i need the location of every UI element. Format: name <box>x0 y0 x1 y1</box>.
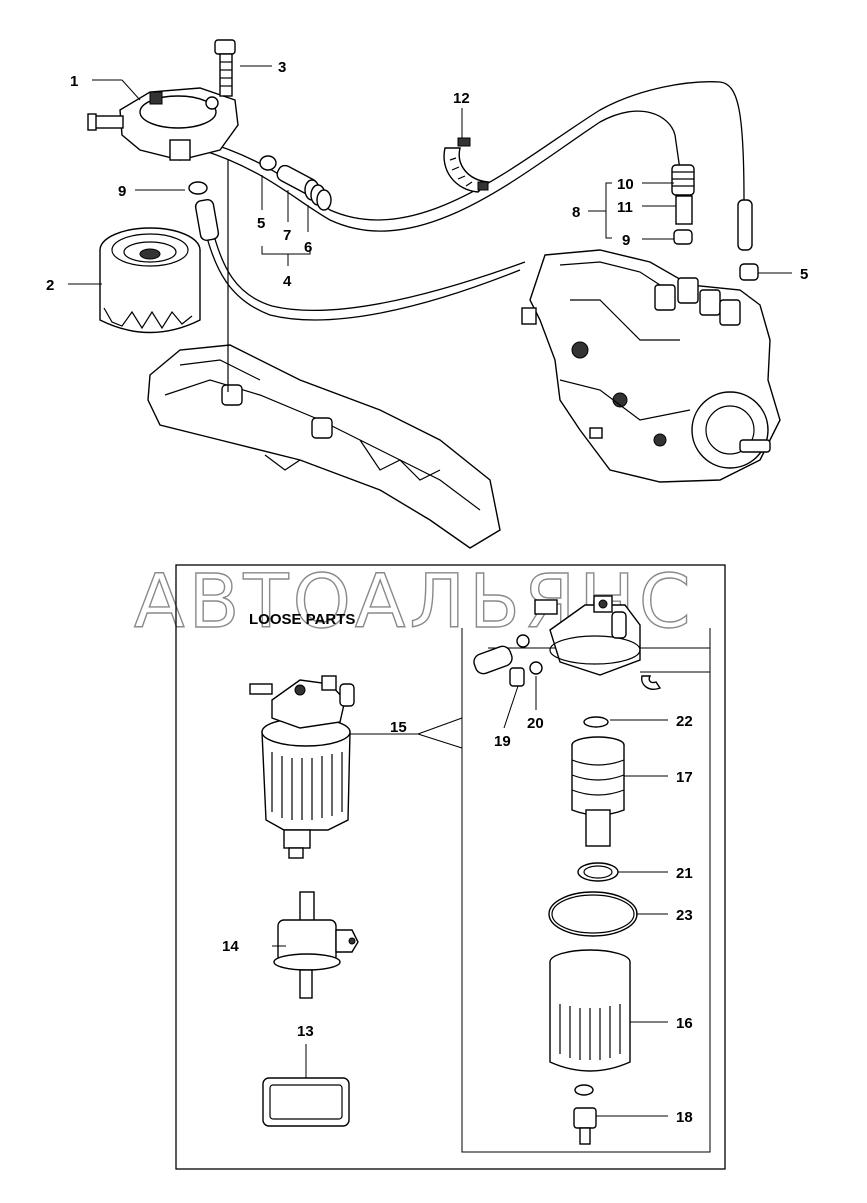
bolt-part <box>214 39 236 97</box>
callout-16: 16 <box>676 1015 693 1032</box>
callout-6: 6 <box>304 239 312 256</box>
callout-8: 8 <box>572 204 580 221</box>
exploded-filter-head-part <box>534 595 641 676</box>
filter-element-part <box>571 736 625 847</box>
filter-head-part <box>87 87 239 161</box>
callout-23: 23 <box>676 907 693 924</box>
callout-5-left: 5 <box>257 215 265 232</box>
loose-parts-heading: LOOSE PARTS <box>249 611 355 628</box>
hose-assembly-part <box>259 155 332 211</box>
injection-pump-part <box>521 249 781 483</box>
pump-fittings-part <box>671 164 759 281</box>
water-separator-assembly-part <box>249 675 355 859</box>
callout-leaders-upper <box>68 65 792 285</box>
filter-bowl-part <box>549 949 631 1145</box>
callout-17: 17 <box>676 769 693 786</box>
exploded-small-parts <box>473 634 662 728</box>
callout-labels: 1 3 9 2 5 7 6 4 12 10 8 11 9 5 15 14 13 … <box>46 59 808 1126</box>
band-clip-part <box>443 137 490 193</box>
callout-9-left: 9 <box>118 183 126 200</box>
callout-9-right: 9 <box>622 232 630 249</box>
callout-21: 21 <box>676 865 693 882</box>
filter-cartridge-part <box>99 227 201 334</box>
hose-clip-part <box>188 181 208 195</box>
callout-3: 3 <box>278 59 286 76</box>
callout-4: 4 <box>283 273 292 290</box>
exploded-bracket <box>350 628 711 1153</box>
callout-13: 13 <box>297 1023 314 1040</box>
callout-1: 1 <box>70 73 78 90</box>
callout-19: 19 <box>494 733 511 750</box>
short-hose-part <box>194 198 220 242</box>
callout-15: 15 <box>390 719 407 736</box>
loose-parts-frame <box>175 564 726 1170</box>
callout-2: 2 <box>46 277 54 294</box>
callout-20: 20 <box>527 715 544 732</box>
callout-leaders-lower <box>272 676 668 1117</box>
gasket-plate-part <box>262 1077 350 1127</box>
callout-18: 18 <box>676 1109 693 1126</box>
callout-12: 12 <box>453 90 470 107</box>
seal-ring-parts <box>548 862 638 937</box>
callout-14: 14 <box>222 938 239 955</box>
callout-5-right: 5 <box>800 266 808 283</box>
fuel-pump-bracket-part <box>273 891 359 999</box>
intake-manifold-part <box>147 160 501 549</box>
callout-10: 10 <box>617 176 634 193</box>
callout-11: 11 <box>617 199 633 216</box>
callout-7: 7 <box>283 227 291 244</box>
callout-22: 22 <box>676 713 693 730</box>
